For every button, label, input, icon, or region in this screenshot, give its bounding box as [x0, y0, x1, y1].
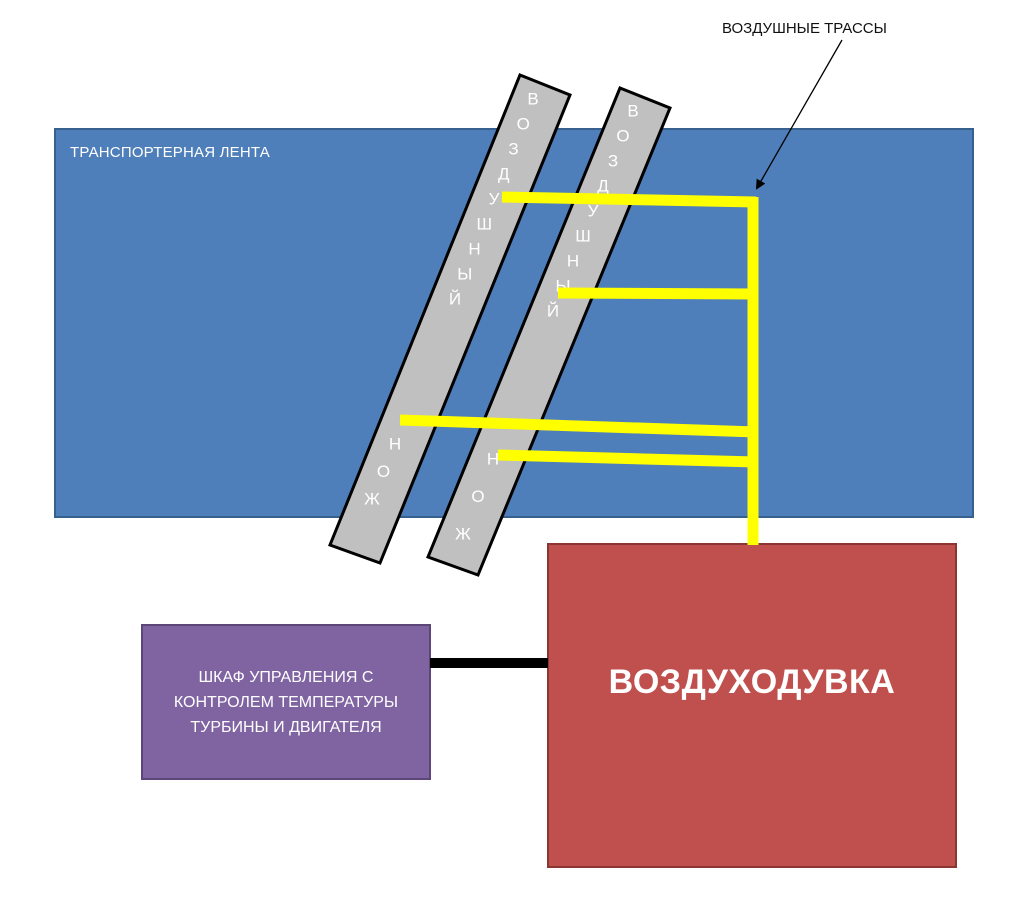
knife-letter: Ж [364, 489, 380, 508]
knife-letter: Д [498, 164, 510, 183]
air-track-3 [399, 414, 757, 438]
knife-letter: О [616, 126, 629, 145]
knife-letter: Ж [455, 524, 471, 543]
knife-letter: О [471, 487, 484, 506]
control-cabinet-label: ШКАФ УПРАВЛЕНИЯ С КОНТРОЛЕМ ТЕМПЕРАТУРЫ … [173, 668, 399, 736]
air-track-1 [501, 191, 757, 208]
knife-letter: У [588, 201, 599, 220]
knife-letter: О [517, 114, 530, 133]
blower-label: ВОЗДУХОДУВКА [608, 663, 896, 701]
air-tracks-label: ВОЗДУШНЫЕ ТРАССЫ [722, 20, 887, 37]
air-tracks [399, 191, 759, 545]
knife-letter: Ы [457, 264, 472, 283]
knife-letter: Н [468, 239, 480, 258]
control-cable [430, 658, 548, 668]
knife-letter: Н [487, 449, 499, 468]
air-track-4 [497, 449, 757, 468]
knife-letter: Ш [477, 214, 493, 233]
knife-letter: Н [389, 434, 401, 453]
knife-letter: О [377, 462, 390, 481]
knife-letter: В [627, 101, 638, 120]
air-track-2 [557, 287, 757, 300]
knife-letter: В [527, 89, 538, 108]
air-knife-1-bottom-word: НОЖ [364, 434, 401, 508]
conveyor-belt-label: ТРАНСПОРТЕРНАЯ ЛЕНТА [70, 144, 270, 161]
air-knife-2-bottom-word: НОЖ [455, 449, 499, 543]
knife-letter: Ш [575, 226, 591, 245]
knife-letter: З [608, 151, 618, 170]
knife-letter: Й [547, 301, 559, 320]
blower: ВОЗДУХОДУВКА [547, 543, 957, 868]
knife-letter: З [508, 139, 518, 158]
knife-letter: Д [597, 176, 609, 195]
knife-letter: Н [567, 251, 579, 270]
control-cabinet: ШКАФ УПРАВЛЕНИЯ С КОНТРОЛЕМ ТЕМПЕРАТУРЫ … [141, 624, 431, 780]
air-knife-2-body [426, 86, 672, 577]
air-tracks-pointer-arrow [756, 39, 843, 190]
knife-letter: Й [449, 289, 461, 308]
knife-letter: У [489, 189, 500, 208]
